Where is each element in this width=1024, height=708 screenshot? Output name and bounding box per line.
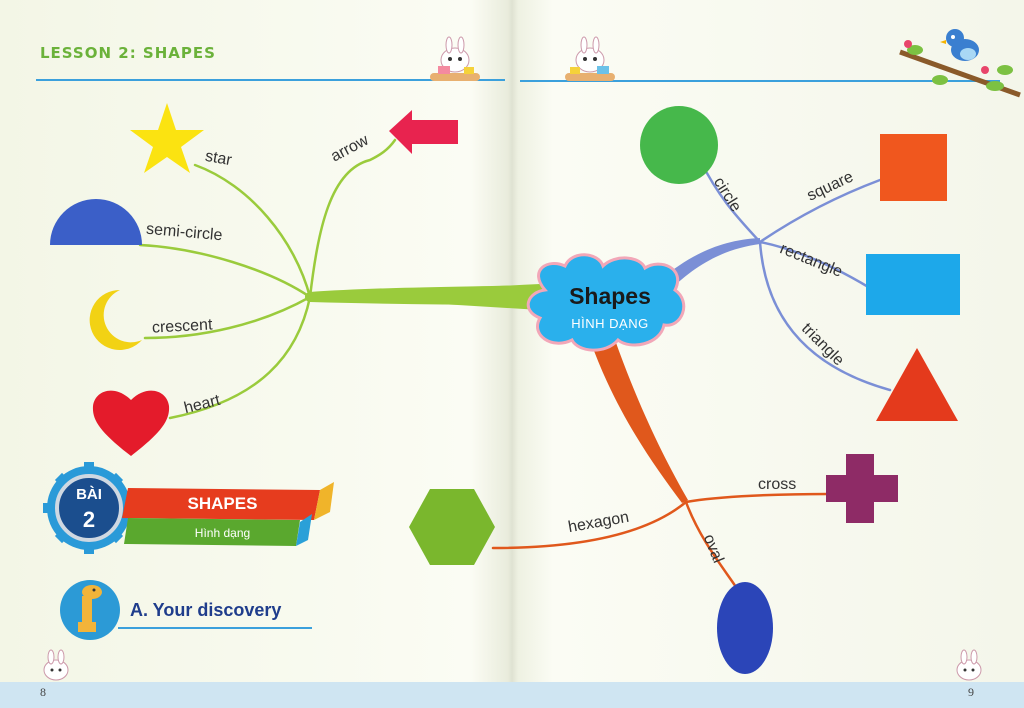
bunny-icon: [430, 36, 480, 81]
footer-strip: [0, 682, 1024, 708]
triangle-shape: [876, 348, 958, 421]
lesson-ribbon-subtitle: Hình dạng: [194, 526, 251, 540]
bird-on-branch-icon: [899, 29, 1021, 98]
center-title: Shapes: [569, 283, 651, 309]
heart-shape: [92, 390, 170, 456]
star-shape: [130, 103, 204, 173]
hexagon-shape: [409, 489, 495, 565]
page-number-left: 8: [40, 685, 46, 699]
lesson-badge-label: BÀI: [76, 486, 102, 503]
circle-shape: [640, 106, 718, 184]
label-cross: cross: [758, 476, 797, 493]
right-bottom-branches: [491, 492, 832, 592]
label-crescent: crescent: [151, 316, 213, 337]
crescent-shape: [89, 289, 142, 350]
rectangle-shape: [866, 254, 960, 315]
right-bottom-trunk: [590, 340, 688, 503]
giraffe-icon: [60, 580, 120, 640]
bunny-icon: [956, 649, 982, 681]
center-cloud: [526, 253, 686, 352]
semi-circle-shape: [50, 199, 142, 245]
discovery-title: A. Your discovery: [130, 600, 282, 620]
arrow-shape: [389, 110, 458, 154]
right-top-branches: [698, 158, 892, 392]
cross-shape: [826, 454, 898, 523]
bunny-icon: [565, 36, 615, 81]
bunny-icon: [43, 649, 69, 681]
lesson-header-title: LESSON 2: SHAPES: [40, 44, 216, 62]
lesson-ribbon: [122, 482, 334, 546]
lesson-ribbon-title: SHAPES: [187, 494, 258, 513]
oval-shape: [717, 582, 773, 674]
center-subtitle: HÌNH DẠNG: [571, 316, 649, 331]
left-branches: [138, 138, 545, 420]
page-number-right: 9: [968, 685, 974, 699]
left-trunk: [310, 284, 540, 310]
lesson-gear-badge: [43, 462, 135, 554]
lesson-badge-number: 2: [82, 507, 96, 532]
square-shape: [880, 134, 947, 201]
